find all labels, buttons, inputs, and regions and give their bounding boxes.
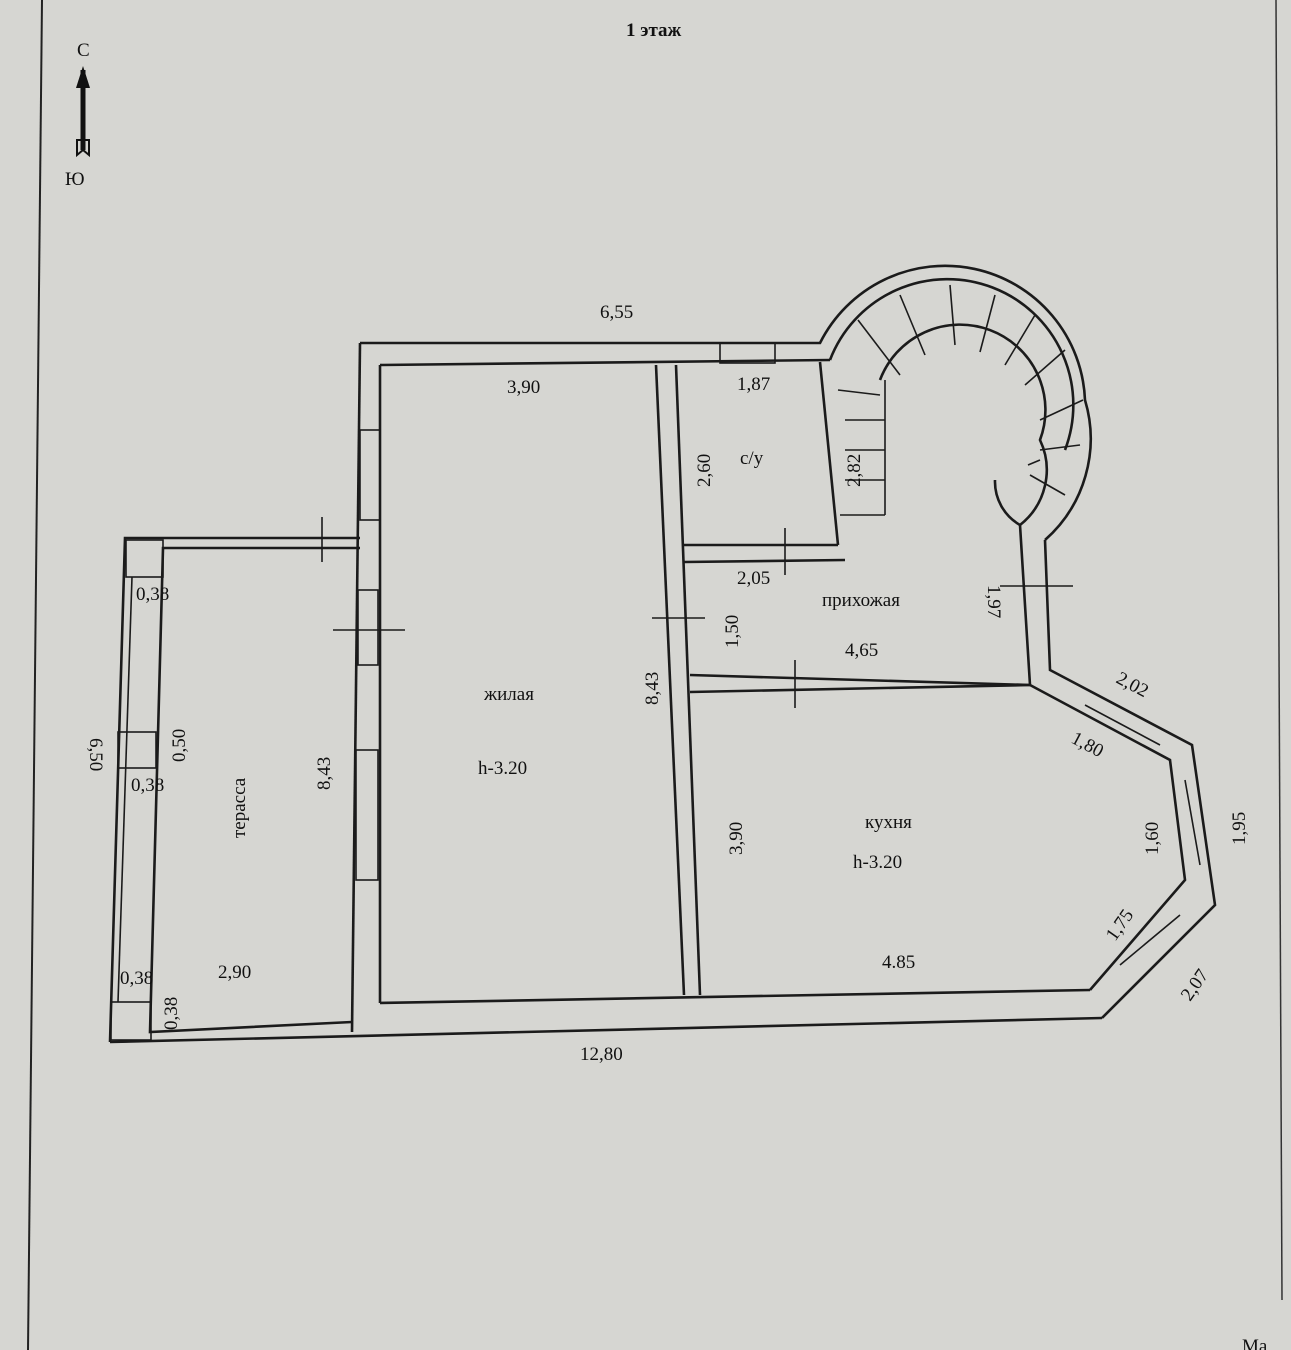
dim-kitchen-width: 4.85 — [882, 952, 915, 973]
dim-hall-height: 1,50 — [722, 615, 743, 648]
dim-top-outer: 6,55 — [600, 302, 633, 323]
dim-hall-right: 1,97 — [983, 585, 1004, 618]
room-kitchen-name: кухня — [865, 812, 912, 833]
dim-living-width: 3,90 — [507, 377, 540, 398]
dim-hall-small: 2,05 — [737, 568, 770, 589]
dim-bath-width: 1,87 — [737, 374, 770, 395]
page-border-right — [1275, 0, 1283, 1301]
dim-kitchen-left: 3,90 — [726, 822, 747, 855]
page-border-left — [27, 0, 43, 1350]
dim-bottom-outer: 12,80 — [580, 1044, 623, 1065]
dim-pier-top: 0,38 — [136, 584, 169, 605]
dim-terrace-outer: 6,50 — [85, 738, 106, 771]
room-terrace-name: терасса — [229, 777, 250, 838]
dim-living-height: 8,43 — [642, 672, 663, 705]
dim-pier-mid2: 0,38 — [131, 775, 164, 796]
room-hallway-name: прихожая — [822, 590, 900, 611]
compass-south: Ю — [65, 169, 85, 190]
dim-bay-207: 2,07 — [1177, 966, 1213, 1005]
compass-north: С — [77, 40, 90, 61]
dim-terrace-width: 2,90 — [218, 962, 251, 983]
dim-bay-202: 2,02 — [1113, 668, 1152, 702]
room-kitchen-height: h-3.20 — [853, 852, 902, 873]
dim-pier-mid: 0,50 — [169, 729, 190, 762]
corner-text: Ма — [1242, 1336, 1268, 1350]
walls — [108, 264, 1217, 1044]
dim-bay-180: 1,80 — [1068, 728, 1107, 762]
plan-title: 1 этаж — [626, 20, 682, 41]
dim-bay-195: 1,95 — [1229, 812, 1250, 845]
dim-pier-bottom2: 0,38 — [161, 997, 182, 1030]
dim-hall-width: 4,65 — [845, 640, 878, 661]
dim-stair-width: 2,82 — [844, 454, 865, 487]
dim-pier-bottom: 0,38 — [120, 968, 153, 989]
north-arrow-icon — [76, 66, 90, 158]
room-living-height: h-3.20 — [478, 758, 527, 779]
dim-bath-height: 2,60 — [694, 454, 715, 487]
dim-terrace-height: 8,43 — [314, 757, 335, 790]
room-bathroom-name: с/у — [740, 448, 764, 469]
room-living-name: жилая — [483, 684, 534, 705]
dim-bay-160: 1,60 — [1142, 822, 1163, 855]
staircase — [828, 277, 1084, 527]
